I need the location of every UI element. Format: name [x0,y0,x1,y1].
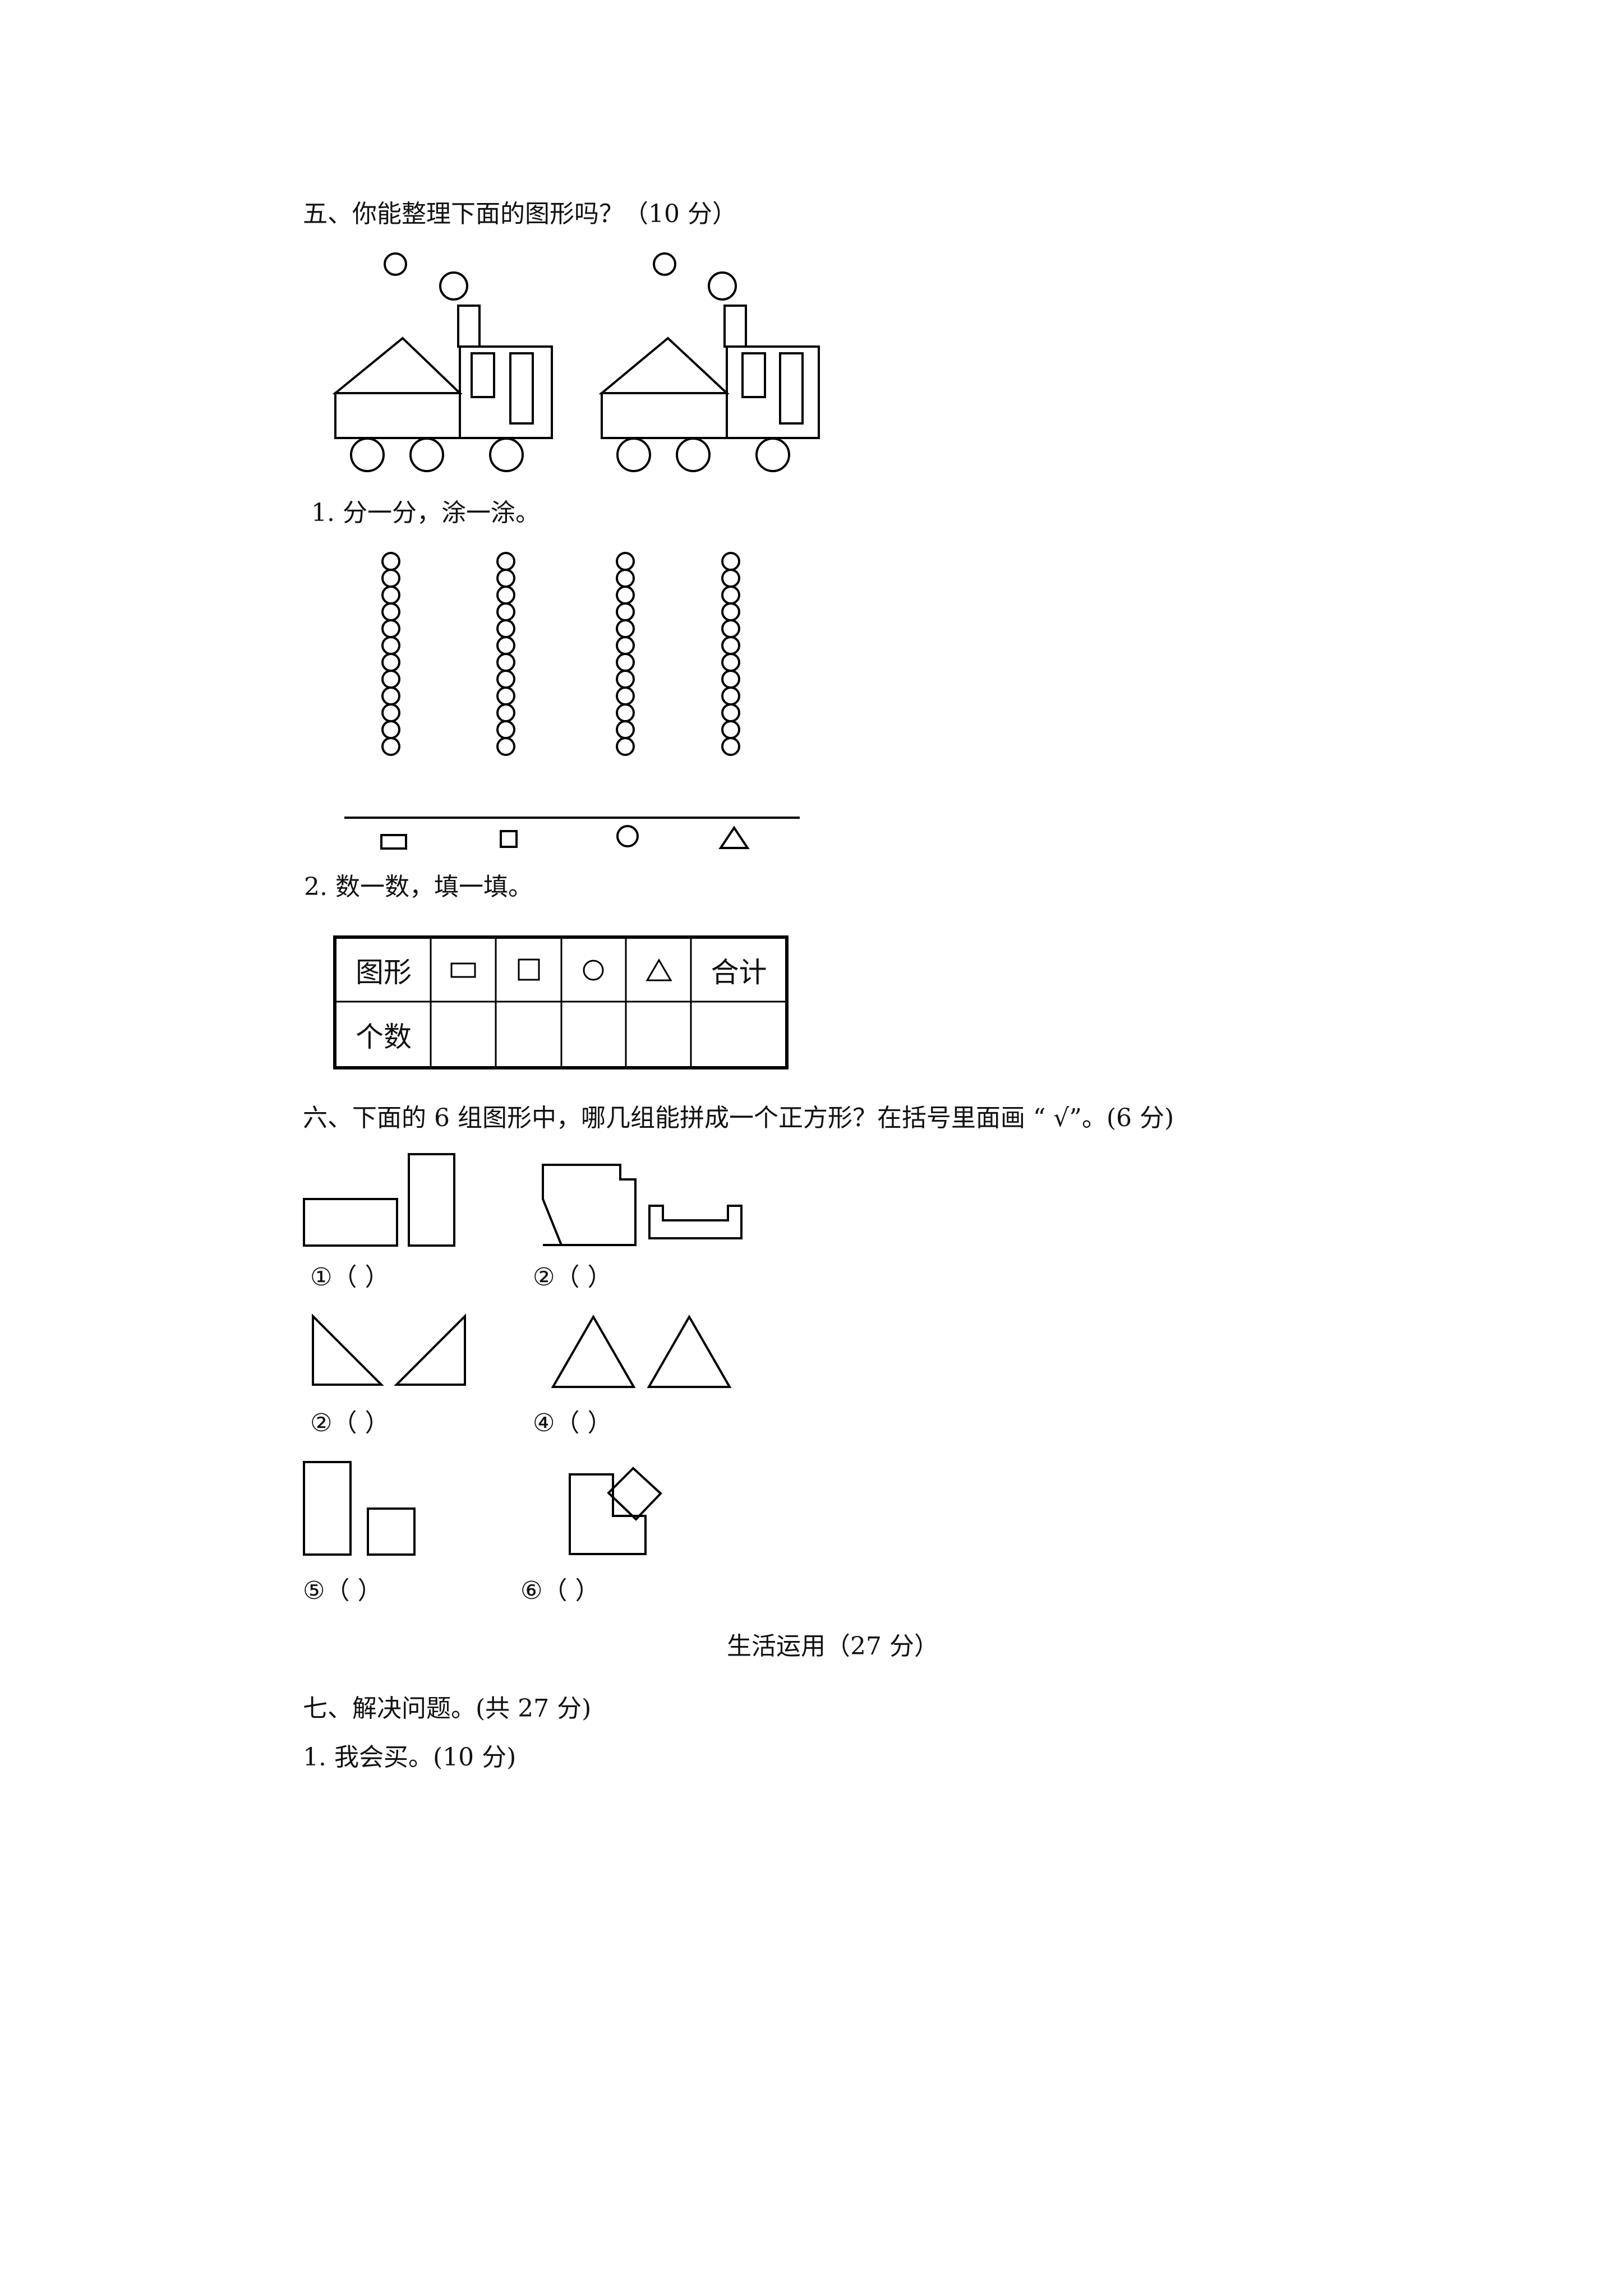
option-2[interactable]: ②（ ） [533,1263,612,1292]
rectangle-icon [450,962,476,978]
color-circle-col3[interactable] [616,737,635,756]
wheel-circle [489,437,524,472]
option-5[interactable]: ⑤（ ） [303,1576,382,1605]
table-header-label: 图形 [356,956,412,989]
triangle-label-icon [718,826,750,849]
option-3[interactable]: ②（ ） [310,1409,390,1437]
color-circle-col4[interactable] [721,737,740,756]
equilateral-triangle [551,1314,636,1388]
section7-title: 七、解决问题。(共 27 分) [303,1694,592,1723]
section5-title: 五、你能整理下面的图形吗？（10 分） [303,200,737,228]
right-triangle [394,1313,466,1386]
table-total-label: 合计 [711,956,767,989]
table-row-label: 个数 [356,1021,412,1053]
square-label-icon [500,830,518,848]
section7-q1: 1. 我会买。(10 分) [303,1743,517,1772]
window-rect [471,352,495,398]
wheel-circle [755,437,790,472]
color-circle-col2[interactable] [496,737,515,756]
train-left [332,252,553,472]
train-right [598,252,820,472]
circle-icon [583,960,604,981]
smoke-circle [439,271,468,301]
wheel-circle [676,437,711,472]
tall-rect [303,1461,352,1556]
smoke-circle [384,252,407,276]
smoke-circle [653,252,676,276]
small-square [367,1507,416,1556]
l-shape [569,1473,647,1555]
u-channel-shape [648,1205,743,1239]
smoke-circle [708,271,737,301]
circle-label-icon [616,825,639,847]
equilateral-triangle [647,1314,732,1388]
option-6[interactable]: ⑥（ ） [520,1576,600,1605]
window-rect [741,352,766,398]
window-rect [509,352,534,425]
right-triangle [312,1313,384,1386]
option-4[interactable]: ④（ ） [533,1409,612,1437]
wheel-circle [616,437,651,472]
option-1[interactable]: ①（ ） [310,1263,390,1292]
rectangle-label-icon [380,834,407,850]
long-rect [303,1198,398,1247]
window-rect [779,352,804,425]
section5-q2: 2. 数一数，填一填。 [304,873,533,901]
wheel-circle [409,437,444,472]
notched-shape [542,1164,637,1246]
triangle-icon [645,958,672,981]
color-circle-col1[interactable] [381,737,400,756]
wheel-circle [350,437,385,472]
section6-title: 六、下面的 6 组图形中，哪几组能拼成一个正方形？在括号里面画 “ √”。(6 … [303,1104,1174,1132]
tall-rect [408,1153,455,1247]
section5-q1: 1. 分一分，涂一涂。 [311,499,540,527]
part-heading: 生活运用（27 分） [727,1632,939,1661]
square-icon [518,958,540,981]
tilted-square [607,1467,662,1521]
